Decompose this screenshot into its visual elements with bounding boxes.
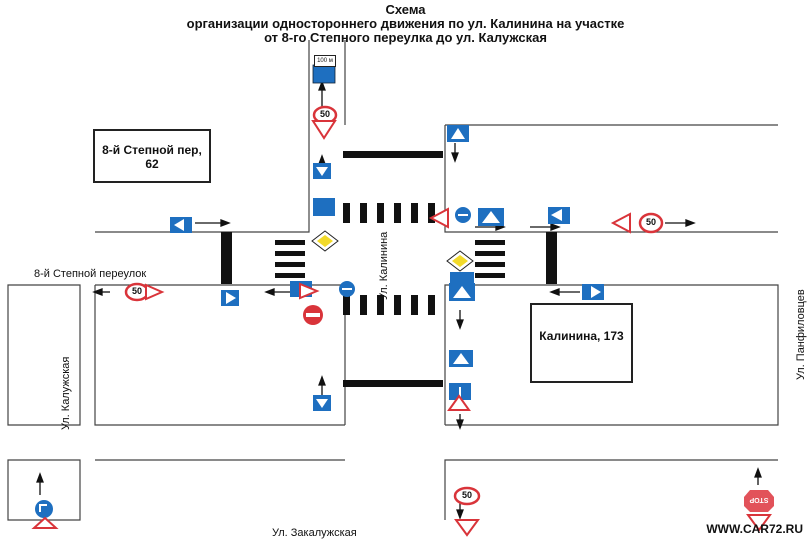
- speed-limit-label-south: 50: [461, 490, 472, 500]
- street-label-panfilovtsev: Ул. Панфиловцев: [795, 289, 807, 380]
- scheme-subtitle-1: организации одностороннего движения по у…: [186, 16, 625, 31]
- priority-road-signs: [311, 230, 474, 272]
- site-watermark: WWW.CAR72.RU: [706, 522, 803, 536]
- speed-limit-label-west: 50: [131, 286, 142, 296]
- stop-sign-label: STOP: [749, 496, 769, 503]
- street-label-zakaluzhskaya: Ул. Закалужская: [272, 527, 357, 539]
- speed-limit-signs: [124, 105, 664, 506]
- warning-triangles: [31, 120, 772, 537]
- stop-lines: [221, 151, 557, 387]
- road-edges: [7, 40, 779, 521]
- street-label-stepnoy: 8-й Степной переулок: [34, 268, 147, 280]
- building-stepnoy-62: 8-й Степной пер, 62: [93, 129, 211, 183]
- street-label-kaluzhskaya: Ул. Калужская: [60, 356, 72, 430]
- crosswalk-east: [475, 240, 505, 278]
- speed-limit-label-north: 50: [319, 109, 330, 119]
- building-kalinina-173: Калинина, 173: [530, 303, 633, 383]
- stop-sign: [744, 490, 774, 512]
- distance-plate: 100 м: [314, 55, 336, 67]
- scheme-title: Схема: [385, 2, 426, 17]
- no-entry-sign: [303, 305, 323, 325]
- traffic-arrows: [36, 80, 762, 520]
- round-blue-signs: [35, 207, 471, 518]
- speed-limit-label-east: 50: [645, 217, 656, 227]
- crosswalk-west: [275, 240, 305, 278]
- crosswalk-north: [343, 203, 435, 223]
- scheme-subtitle-2: от 8-го Степного переулка до ул. Калужск…: [264, 30, 547, 45]
- street-label-kalinina: Ул. Калинина: [378, 231, 390, 300]
- crosswalk-south: [343, 295, 435, 315]
